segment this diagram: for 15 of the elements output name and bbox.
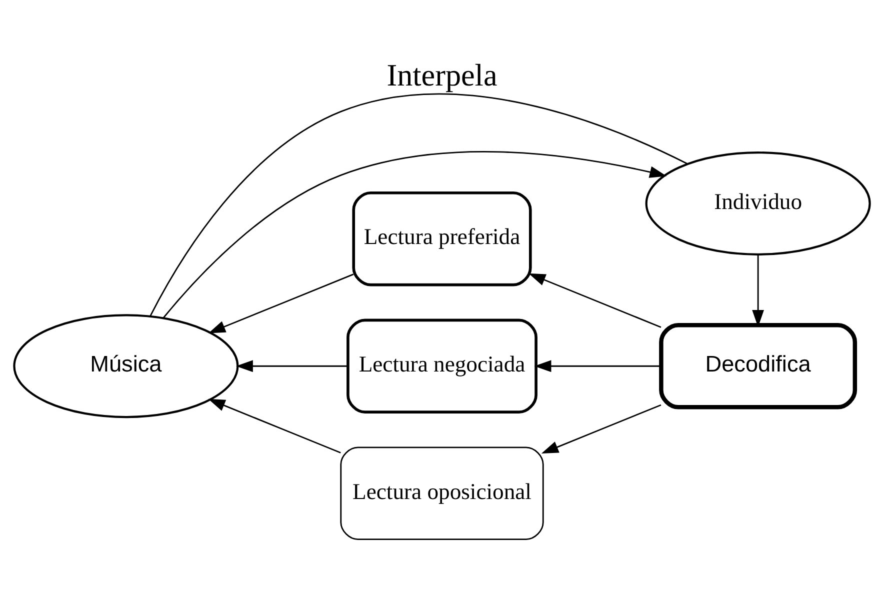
node-box: Lectura negociada (346, 318, 538, 413)
arrow (208, 398, 341, 453)
arrow (236, 360, 348, 372)
node-box: Lectura preferida (352, 190, 532, 286)
arrow (541, 404, 662, 454)
arrow (162, 150, 667, 318)
node-box: Lectura oposicional (340, 446, 544, 540)
node-box: Decodifica (659, 322, 858, 409)
connector (150, 92, 688, 316)
edge-label: Interpela (386, 57, 498, 92)
arrow (534, 360, 661, 372)
node-ellipse: Individuo (645, 151, 871, 255)
node-ellipse: Música (13, 314, 239, 418)
arrow (528, 272, 662, 328)
arrow (208, 273, 354, 333)
